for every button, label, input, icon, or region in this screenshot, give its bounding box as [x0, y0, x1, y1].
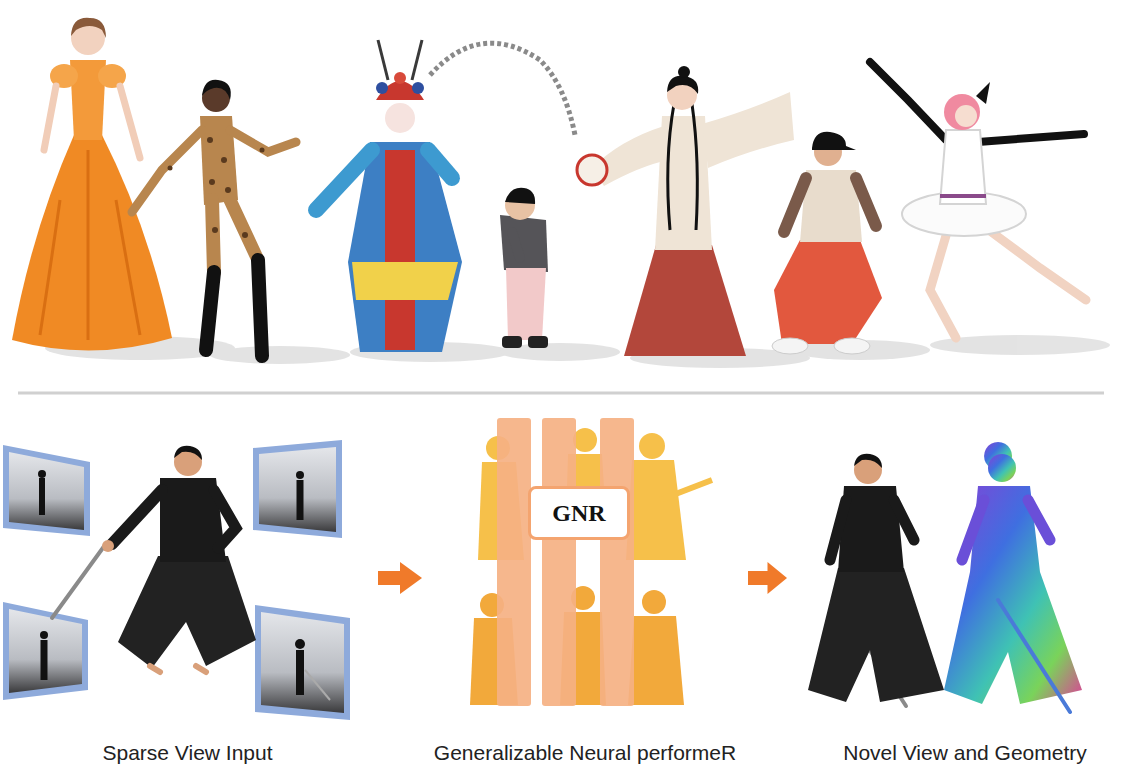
flow-arrow	[748, 562, 787, 594]
model-box: GNR	[528, 486, 630, 540]
panel-caption: Novel View and Geometry	[843, 741, 1087, 771]
input-performer	[52, 446, 256, 672]
performer-leopard	[132, 80, 296, 356]
output-normal-map	[944, 442, 1082, 712]
figure-panel: Sparse View Input	[0, 405, 375, 771]
figure-panel: Novel View and Geometry	[790, 405, 1140, 771]
panel-caption: Sparse View Input	[102, 741, 272, 771]
flow-arrow	[378, 562, 422, 594]
divider-line	[18, 392, 1104, 395]
performer-child	[500, 188, 548, 348]
output-render	[808, 454, 944, 706]
training-performers	[470, 418, 712, 706]
performer-crouch	[772, 132, 882, 354]
performer-opera	[316, 40, 575, 352]
performer-dancer	[870, 62, 1086, 338]
input-views	[3, 440, 350, 720]
figure-panel: Generalizable Neural performeR GNR	[425, 405, 745, 771]
performer-hanfu	[577, 66, 794, 356]
panel-caption: Generalizable Neural performeR	[434, 741, 736, 771]
model-name: GNR	[552, 500, 605, 527]
